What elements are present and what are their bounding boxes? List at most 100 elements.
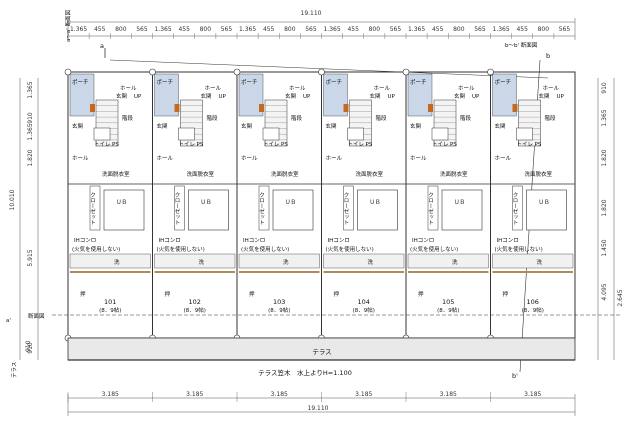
toilet-label: トイレ <box>517 142 534 148</box>
kitchen-counter <box>323 253 405 269</box>
kitchen-counter <box>492 253 574 269</box>
washer-label: 洗 <box>283 258 289 266</box>
hall-lower-label: ホール <box>410 155 427 162</box>
ps-label: PS <box>281 142 288 148</box>
bath-unit <box>441 189 483 231</box>
closet <box>258 185 270 231</box>
top-segment-dim: 455 <box>178 26 190 33</box>
toilet-label: トイレ <box>263 142 280 148</box>
top-segment-dim: 800 <box>538 26 550 33</box>
hall-label: ホール <box>543 85 560 92</box>
ps-label: PS <box>366 142 373 148</box>
top-segment-dim: 800 <box>284 26 296 33</box>
door-accent <box>259 104 264 112</box>
entrance-up-label: 玄関 <box>285 92 297 100</box>
ih-label: IHコンロ <box>328 237 350 244</box>
top-segment-dim: 565 <box>305 26 317 33</box>
up-label: UP <box>557 94 565 100</box>
porch-label: ポーチ <box>495 79 512 86</box>
storage-label: 押 <box>334 290 340 298</box>
unit-area: (8．9帖) <box>437 306 459 314</box>
bath-unit <box>526 189 567 231</box>
top-segment-dim: 1.365 <box>323 26 340 33</box>
right-dim-label: 1.365 <box>601 109 608 126</box>
storage-label: 押 <box>165 290 171 298</box>
hall-label: ホール <box>120 85 137 92</box>
up-label: UP <box>219 94 227 100</box>
storage-label: 押 <box>418 290 424 298</box>
entrance-label: 玄関 <box>72 122 84 130</box>
closet <box>427 185 439 231</box>
door-accent <box>90 104 95 112</box>
column-marker <box>487 68 494 76</box>
bath-unit <box>357 189 398 231</box>
storage-label: 押 <box>249 290 255 298</box>
hall-label: ホール <box>374 85 391 92</box>
closet-label: クローゼット <box>89 192 96 226</box>
entrance-label: 玄関 <box>241 122 253 130</box>
right-dim-label: 1.450 <box>601 239 608 256</box>
top-segment-dim: 565 <box>136 26 148 33</box>
terrace-area: テラス テラス笠木 水上よりH=1.100 テラス 910 <box>11 337 576 378</box>
closet-label: クローゼット <box>512 192 519 226</box>
left-dim-label: 1.365 <box>27 123 34 140</box>
ps-label: PS <box>535 142 542 148</box>
top-segment-dim: 1.365 <box>408 26 425 33</box>
ih-label: IHコンロ <box>497 237 519 244</box>
bath-label: ＵＢ <box>116 199 127 206</box>
kitchen-counter <box>154 253 236 269</box>
unit-number: 105 <box>442 298 454 306</box>
washer-label: 洗 <box>368 258 374 266</box>
porch-label: ポーチ <box>72 79 89 86</box>
column-marker <box>149 68 156 76</box>
top-segment-dim: 455 <box>94 26 106 33</box>
top-segment-dim: 800 <box>453 26 465 33</box>
closet <box>174 185 185 231</box>
ps-label: PS <box>450 142 457 148</box>
top-segment-dim: 565 <box>474 26 486 33</box>
entrance-label: 玄関 <box>410 122 422 130</box>
porch-label: ポーチ <box>326 79 343 86</box>
ih-label: IHコンロ <box>412 237 434 244</box>
entrance-up-label: 玄関 <box>370 92 382 100</box>
bath-unit <box>103 189 145 231</box>
washroom-label: 洗面脱衣室 <box>187 170 215 178</box>
right-dim-label: 2.645 <box>617 289 624 306</box>
hall-lower-label: ホール <box>326 155 343 162</box>
fire-note: (火気を使用しない) <box>72 245 120 253</box>
toilet-fixture <box>431 127 449 141</box>
up-label: UP <box>388 94 396 100</box>
porch-label: ポーチ <box>241 79 258 86</box>
column-marker <box>233 68 241 76</box>
door-accent <box>512 104 518 112</box>
unit-area: (8．9帖) <box>99 306 121 314</box>
bath-label: ＵＢ <box>285 199 296 206</box>
bottom-unit-dim: 3.185 <box>440 391 457 398</box>
top-segment-dim: 565 <box>390 26 402 33</box>
column-marker <box>64 68 72 76</box>
top-segment-dim: 1.365 <box>239 26 256 33</box>
section-b-prime: b' <box>512 372 518 380</box>
unit-area: (8．9帖) <box>522 306 544 314</box>
left-dim-label: 5.915 <box>27 249 34 266</box>
unit-number: 101 <box>104 298 116 306</box>
washer-label: 洗 <box>452 258 458 266</box>
entrance-up-label: 玄関 <box>201 92 213 100</box>
washer-label: 洗 <box>537 258 543 266</box>
bath-unit <box>188 189 229 231</box>
right-dim-label: 4.095 <box>601 283 608 300</box>
terrace-note: テラス笠木 水上よりH=1.100 <box>258 368 352 377</box>
closet <box>512 185 523 231</box>
right-dim-label: 910 <box>601 82 608 94</box>
left-dim-label: 1.365 <box>27 81 34 98</box>
door-accent <box>174 104 180 112</box>
left-dim-label: 910 <box>27 342 34 354</box>
fire-note: (火気を使用しない) <box>410 245 458 253</box>
kitchen-counter <box>407 253 489 269</box>
bottom-unit-dim: 3.185 <box>186 391 203 398</box>
column-marker <box>402 68 410 76</box>
porch-floor <box>407 73 433 117</box>
stairs-label: 階段 <box>376 114 388 122</box>
